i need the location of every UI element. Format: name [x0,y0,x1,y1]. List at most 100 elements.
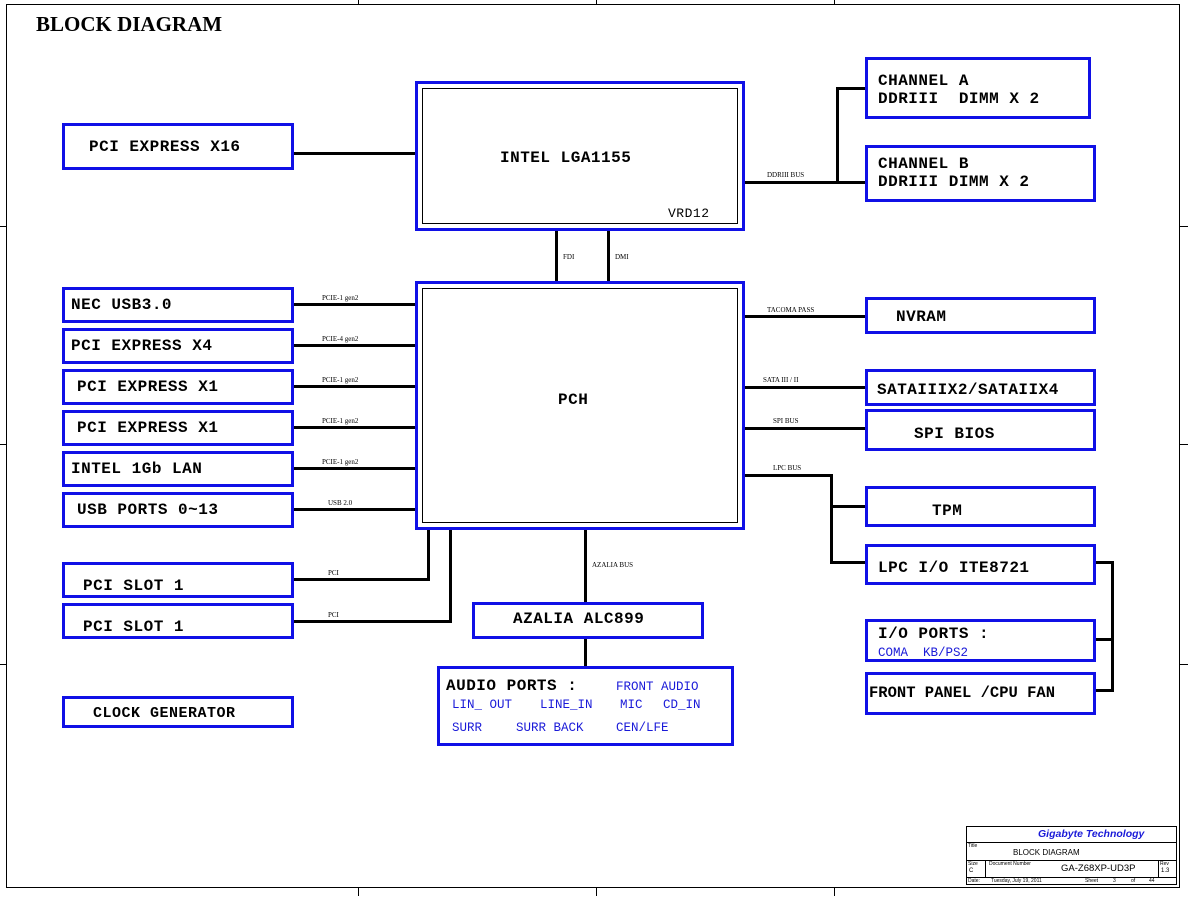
pcie1a-label: PCI EXPRESS X1 [77,378,219,396]
ddr-channel-a-link [836,87,866,90]
channel-a-block: CHANNEL A DDRIII DIMM X 2 [865,57,1091,119]
sata-link [744,386,866,389]
usb-bus-label: USB 2.0 [328,499,353,507]
pci-slot1a-block: PCI SLOT 1 [62,562,294,598]
nvram-block: NVRAM [865,297,1096,334]
audio-lin-out-label: LIN_ OUT [452,698,513,712]
spi-bios-block: SPI BIOS [865,409,1096,451]
lan-link [293,467,416,470]
audio-surr-back-label: SURR BACK [516,721,584,735]
tpm-link [830,505,866,508]
lpc-bus-label: LPC BUS [773,464,802,472]
of-field-value: 44 [1149,878,1155,884]
lpc-bus-line [744,474,833,477]
clock-generator-block: CLOCK GENERATOR [62,696,294,728]
channel-b-label: CHANNEL B [878,155,969,173]
audio-line-in-label: LINE_IN [540,698,593,712]
audio-mic-label: MIC [620,698,643,712]
lpc-io-label: LPC I/O ITE8721 [878,559,1030,577]
border-tick [0,444,6,445]
dmi-link [607,230,610,282]
title-block-rule [967,842,1176,843]
lan-label: INTEL 1Gb LAN [71,460,203,478]
front-panel-link [1095,689,1114,692]
nec-usb3-block: NEC USB3.0 [62,287,294,323]
pci-slot1b-block: PCI SLOT 1 [62,603,294,639]
pci-b-link [293,620,452,623]
pci-b-riser [449,528,452,623]
pch-label: PCH [558,391,589,409]
pcie4-bus-label: PCIE-4 gen2 [322,335,359,343]
clock-generator-label: CLOCK GENERATOR [93,705,236,722]
pcie1b-bus-label: PCIE-1 gen2 [322,417,359,425]
io-ports-label: I/O PORTS : [878,625,990,643]
border-tick [834,888,835,896]
pch-inner-frame [422,288,738,523]
audio-ports-block: AUDIO PORTS : FRONT AUDIO LIN_ OUT LINE_… [437,666,734,746]
cpu-block: INTEL LGA1155 VRD12 [415,81,745,231]
sata-block: SATAIIIX2/SATAIIX4 [865,369,1096,406]
audio-cen-lfe-label: CEN/LFE [616,721,669,735]
pcie4-block: PCI EXPRESS X4 [62,328,294,364]
nvram-label: NVRAM [896,308,947,326]
size-field-label: Size [968,861,978,867]
audio-link [584,638,587,668]
ddr-bus-riser [836,87,839,184]
title-block-divider [985,860,986,877]
pcie1b-block: PCI EXPRESS X1 [62,410,294,446]
tacoma-bus-label: TACOMA PASS [767,306,815,314]
fdi-bus-label: FDI [563,253,575,261]
of-field-label: of [1131,878,1136,884]
spi-bus-label: SPI BUS [773,417,799,425]
title-block: Gigabyte Technology Title BLOCK DIAGRAM … [966,826,1177,885]
cpu-inner-frame [422,88,738,224]
azalia-bus-line [584,528,587,604]
pcie16-label: PCI EXPRESS X16 [89,138,241,156]
spi-link [744,427,866,430]
pcie4-link [293,344,416,347]
azalia-bus-label: AZALIA BUS [592,561,634,569]
border-tick [1180,444,1188,445]
io-ports-block: I/O PORTS : COMA KB/PS2 [865,619,1096,662]
title-field-label: Title [968,843,978,849]
superio-riser [1111,561,1114,692]
dmi-bus-label: DMI [615,253,629,261]
pci-a-riser [427,528,430,581]
nec-usb3-label: NEC USB3.0 [71,296,173,314]
pci-b-bus-label: PCI [328,611,339,619]
front-panel-label: FRONT PANEL /CPU FAN [869,684,1056,702]
lpc-io-link [830,561,866,564]
io-ports-detail: COMA KB/PS2 [878,646,969,660]
rev-field-value: 1.3 [1161,868,1170,874]
date-field-label: Date: [968,878,980,884]
rev-field-label: Rev [1160,861,1169,867]
pci-slot1b-label: PCI SLOT 1 [83,618,185,636]
ddr-bus-label: DDRIII BUS [767,171,805,179]
sheet-field-label: Sheet [1085,878,1099,884]
azalia-block: AZALIA ALC899 [472,602,704,639]
channel-a-dimm-label: DDRIII DIMM X 2 [878,90,1040,108]
pcie1b-label: PCI EXPRESS X1 [77,419,219,437]
audio-surr-label: SURR [452,721,483,735]
title-field-value: BLOCK DIAGRAM [1013,848,1080,857]
nec-bus-label: PCIE-1 gen2 [322,294,359,302]
io-ports-link [1095,638,1114,641]
usb-link [293,508,416,511]
document-number-value: GA-Z68XP-UD3P [1061,863,1136,874]
pcie1a-bus-label: PCIE-1 gen2 [322,376,359,384]
ddr-bus-line [744,181,866,184]
channel-b-dimm-label: DDRIII DIMM X 2 [878,173,1030,191]
sata-bus-label: SATA III / II [763,376,799,384]
audio-cd-in-label: CD_IN [663,698,701,712]
pcie4-label: PCI EXPRESS X4 [71,337,213,355]
border-tick [834,0,835,4]
lan-bus-label: PCIE-1 gen2 [322,458,359,466]
diagram-title: BLOCK DIAGRAM [36,12,223,36]
cpu-label: INTEL LGA1155 [500,149,632,167]
superio-out [1095,561,1114,564]
border-tick [0,226,6,227]
border-tick [358,0,359,4]
title-block-rule [967,877,1176,878]
front-panel-block: FRONT PANEL /CPU FAN [865,672,1096,715]
tpm-block: TPM [865,486,1096,527]
